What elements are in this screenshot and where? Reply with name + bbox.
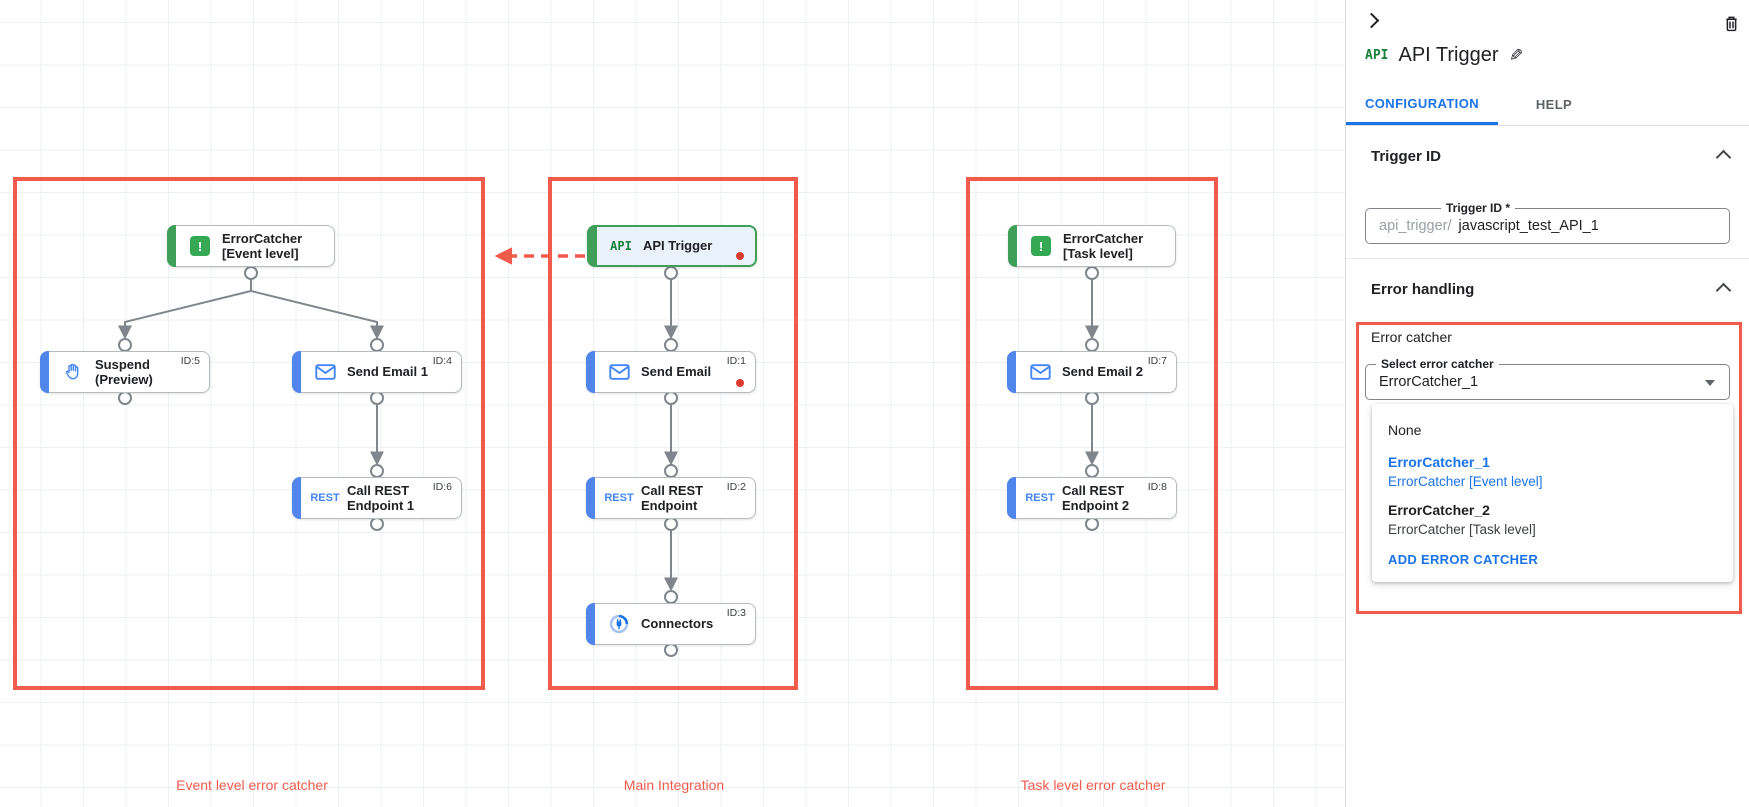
error-catcher-highlight-outline bbox=[1356, 322, 1742, 614]
collapse-panel-icon[interactable] bbox=[1363, 12, 1380, 29]
select-error-catcher-label: Select error catcher bbox=[1376, 357, 1499, 371]
section-divider bbox=[1346, 258, 1749, 259]
menu-item-name: ErrorCatcher_1 bbox=[1388, 454, 1490, 470]
node-id-badge: ID:6 bbox=[432, 481, 452, 493]
node-accent bbox=[588, 226, 597, 266]
node-id-badge: ID:3 bbox=[726, 607, 746, 619]
trigger-id-label: Trigger ID * bbox=[1441, 201, 1516, 215]
tab-configuration[interactable]: CONFIGURATION bbox=[1346, 84, 1498, 125]
node-id-badge: ID:5 bbox=[180, 355, 200, 367]
panel-tabs: CONFIGURATION HELP bbox=[1346, 84, 1749, 126]
add-error-catcher-button[interactable]: ADD ERROR CATCHER bbox=[1388, 552, 1539, 567]
menu-item-sub: ErrorCatcher [Task level] bbox=[1388, 522, 1536, 537]
node-errorcatcher-event-level[interactable]: ! ErrorCatcher [Event level] bbox=[167, 225, 335, 267]
chevron-down-icon bbox=[1705, 380, 1715, 386]
group-outline-event-level bbox=[13, 177, 485, 690]
trigger-id-value: javascript_test_API_1 bbox=[1458, 218, 1599, 234]
error-indicator-dot bbox=[736, 379, 744, 387]
node-id-badge: ID:7 bbox=[1147, 355, 1167, 367]
node-suspend-preview[interactable]: Suspend (Preview) ID:5 bbox=[40, 351, 210, 393]
node-label: Suspend (Preview) bbox=[95, 356, 153, 387]
node-id-badge: ID:1 bbox=[726, 355, 746, 367]
error-catcher-label: Error catcher bbox=[1371, 329, 1452, 345]
node-id-badge: ID:8 bbox=[1147, 481, 1167, 493]
email-icon bbox=[1027, 364, 1053, 380]
flow-canvas[interactable]: Event level error catcher Main Integrati… bbox=[0, 0, 1345, 807]
section-heading-error-handling: Error handling bbox=[1371, 281, 1475, 298]
collapse-section-error-handling-icon[interactable] bbox=[1715, 282, 1732, 299]
node-accent bbox=[1007, 477, 1016, 519]
rest-icon: REST bbox=[1025, 492, 1055, 504]
delete-icon[interactable] bbox=[1724, 15, 1739, 37]
error-catcher-dropdown-menu: None ErrorCatcher_1 ErrorCatcher [Event … bbox=[1372, 404, 1733, 582]
node-accent bbox=[586, 477, 595, 519]
node-call-rest-endpoint-2[interactable]: REST Call REST Endpoint 2 ID:8 bbox=[1007, 477, 1177, 519]
node-label: Call REST Endpoint 1 bbox=[347, 482, 415, 513]
node-api-trigger[interactable]: API API Trigger bbox=[587, 225, 757, 267]
node-accent bbox=[1007, 351, 1016, 393]
error-indicator-dot bbox=[736, 252, 744, 260]
node-label: Call REST Endpoint bbox=[641, 482, 704, 513]
node-id-badge: ID:4 bbox=[432, 355, 452, 367]
hand-icon bbox=[60, 362, 86, 382]
node-accent bbox=[586, 351, 595, 393]
node-accent bbox=[586, 603, 595, 645]
node-accent bbox=[1008, 225, 1017, 267]
group-label-main-integration: Main Integration bbox=[623, 777, 725, 793]
node-label: Send Email bbox=[641, 364, 712, 380]
group-label-event-level: Event level error catcher bbox=[176, 777, 328, 793]
node-connectors[interactable]: Connectors ID:3 bbox=[586, 603, 756, 645]
api-icon: API bbox=[610, 239, 632, 253]
error-icon: ! bbox=[1028, 236, 1054, 256]
node-call-rest-endpoint-1[interactable]: REST Call REST Endpoint 1 ID:6 bbox=[292, 477, 462, 519]
node-send-email-2[interactable]: Send Email 2 ID:7 bbox=[1007, 351, 1177, 393]
error-catcher-select[interactable]: Select error catcher ErrorCatcher_1 bbox=[1365, 357, 1730, 400]
node-accent bbox=[292, 351, 301, 393]
node-accent bbox=[40, 351, 49, 393]
group-outline-task-level bbox=[966, 177, 1218, 690]
trigger-id-input[interactable]: Trigger ID * api_trigger/ javascript_tes… bbox=[1365, 201, 1730, 244]
rest-icon: REST bbox=[604, 492, 634, 504]
menu-item-errorcatcher-2[interactable]: ErrorCatcher_2 ErrorCatcher [Task level] bbox=[1372, 500, 1733, 539]
rest-icon: REST bbox=[310, 492, 340, 504]
node-label: ErrorCatcher [Task level] bbox=[1063, 230, 1144, 261]
api-trigger-type-icon: API bbox=[1365, 48, 1389, 63]
config-panel: API API Trigger ✎ CONFIGURATION HELP Tri… bbox=[1345, 0, 1749, 807]
node-send-email[interactable]: Send Email ID:1 bbox=[586, 351, 756, 393]
node-accent bbox=[167, 225, 176, 267]
menu-item-errorcatcher-1[interactable]: ErrorCatcher_1 ErrorCatcher [Event level… bbox=[1372, 452, 1733, 491]
node-label: API Trigger bbox=[643, 238, 713, 254]
selected-error-catcher: ErrorCatcher_1 bbox=[1379, 374, 1479, 390]
connector-icon bbox=[606, 613, 632, 635]
node-id-badge: ID:2 bbox=[726, 481, 746, 493]
menu-item-name: ErrorCatcher_2 bbox=[1388, 502, 1490, 518]
node-label: Call REST Endpoint 2 bbox=[1062, 482, 1130, 513]
tab-help[interactable]: HELP bbox=[1535, 97, 1573, 112]
node-call-rest-endpoint[interactable]: REST Call REST Endpoint ID:2 bbox=[586, 477, 756, 519]
menu-item-sub: ErrorCatcher [Event level] bbox=[1388, 474, 1543, 489]
email-icon bbox=[312, 364, 338, 380]
node-label: Send Email 1 bbox=[347, 364, 428, 380]
node-label: Connectors bbox=[641, 616, 714, 632]
email-icon bbox=[606, 364, 632, 380]
group-outline-main-integration bbox=[548, 177, 798, 690]
section-heading-trigger-id: Trigger ID bbox=[1371, 148, 1442, 165]
menu-item-none[interactable]: None bbox=[1388, 422, 1422, 438]
node-send-email-1[interactable]: Send Email 1 ID:4 bbox=[292, 351, 462, 393]
node-label: ErrorCatcher [Event level] bbox=[222, 230, 303, 261]
group-label-task-level: Task level error catcher bbox=[1020, 777, 1166, 793]
node-errorcatcher-task-level[interactable]: ! ErrorCatcher [Task level] bbox=[1008, 225, 1176, 267]
collapse-section-trigger-id-icon[interactable] bbox=[1715, 149, 1732, 166]
edit-title-icon[interactable]: ✎ bbox=[1508, 45, 1523, 65]
error-icon: ! bbox=[187, 236, 213, 256]
node-accent bbox=[292, 477, 301, 519]
node-label: Send Email 2 bbox=[1062, 364, 1143, 380]
trigger-id-prefix: api_trigger/ bbox=[1379, 218, 1452, 234]
panel-title: API Trigger bbox=[1398, 44, 1499, 66]
